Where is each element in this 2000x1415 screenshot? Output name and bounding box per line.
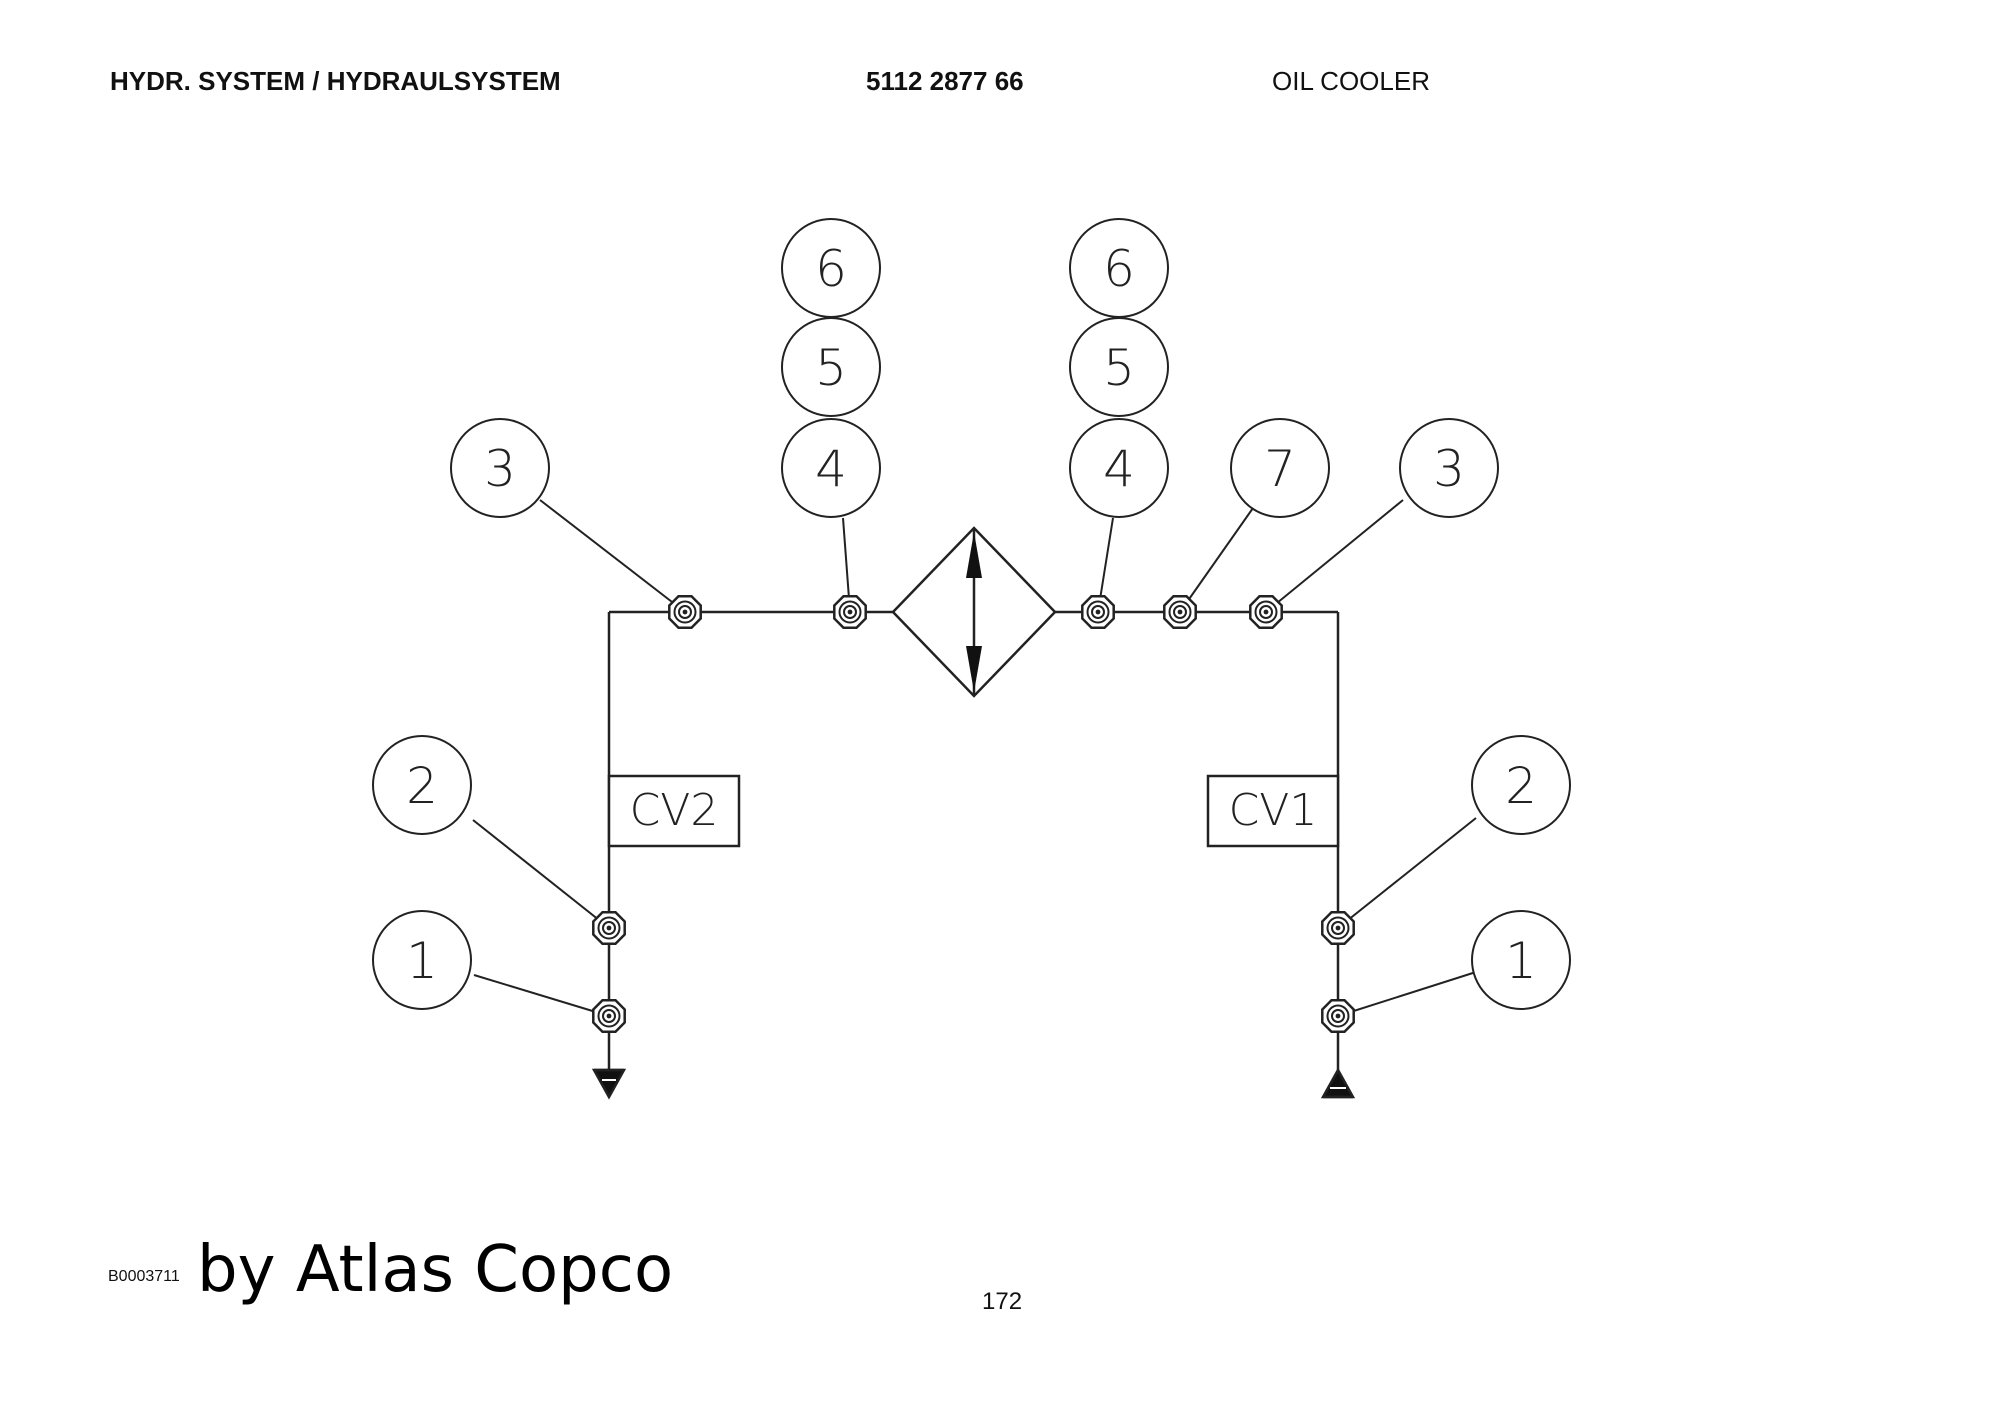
svg-text:6: 6 [1103,240,1135,298]
tank-supply-symbol [1320,1067,1356,1099]
page-number: 172 [982,1288,1023,1315]
callout-right-5: 5 [1069,317,1169,417]
svg-text:7: 7 [1264,440,1296,498]
callout-right-1: 1 [1471,910,1571,1010]
svg-text:2: 2 [406,757,438,815]
callout-left-5: 5 [781,317,881,417]
fitting-icon [1163,595,1197,629]
valve-cv1: CV1 [1206,774,1340,848]
callout-left-3: 3 [450,418,550,518]
valve-cv1-label: CV1 [1229,785,1318,836]
oil-cooler-symbol [891,526,1057,698]
callouts: 3 6 5 4 6 5 4 7 [372,218,1571,1010]
svg-text:5: 5 [1103,339,1135,397]
section-title: HYDR. SYSTEM / HYDRAULSYSTEM [110,66,561,96]
svg-text:1: 1 [406,932,438,990]
callout-right-4: 4 [1069,418,1169,518]
brand-watermark: by Atlas Copco [197,1233,674,1307]
fitting-icon [668,595,702,629]
drawing-code: B0003711 [108,1268,180,1285]
callout-left-4: 4 [781,418,881,518]
svg-text:4: 4 [1103,440,1135,498]
fitting-icon [1321,999,1355,1033]
fitting-icon [1321,911,1355,945]
callout-right-2: 2 [1471,735,1571,835]
callout-right-6: 6 [1069,218,1169,318]
fitting-icon [1081,595,1115,629]
valve-cv2-label: CV2 [630,785,719,836]
tank-return-symbol [591,1068,627,1100]
callout-right-3: 3 [1399,418,1499,518]
svg-text:3: 3 [484,440,516,498]
fitting-icon [592,911,626,945]
callout-left-6: 6 [781,218,881,318]
svg-text:3: 3 [1433,440,1465,498]
svg-text:1: 1 [1505,932,1537,990]
callout-left-2: 2 [372,735,472,835]
svg-text:2: 2 [1505,757,1537,815]
callout-right-7: 7 [1230,418,1330,518]
arrow-up-icon [966,532,982,578]
svg-text:5: 5 [815,339,847,397]
valve-cv2: CV2 [607,774,741,848]
page-title: OIL COOLER [1272,66,1430,96]
arrow-down-icon [966,646,982,692]
callout-left-1: 1 [372,910,472,1010]
svg-text:6: 6 [815,240,847,298]
fitting-icon [833,595,867,629]
part-number: 5112 2877 66 [866,66,1024,96]
fitting-icon [1249,595,1283,629]
fitting-icon [592,999,626,1033]
svg-text:4: 4 [815,440,847,498]
